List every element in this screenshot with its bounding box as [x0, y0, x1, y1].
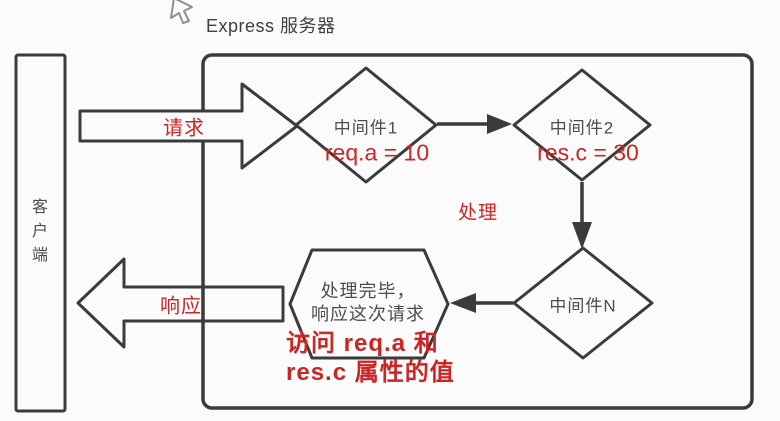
- finish-line2: 响应这次请求: [311, 304, 425, 324]
- finish-hexagon: [288, 248, 450, 360]
- connector-mw1-mw2: [437, 114, 512, 134]
- page-title: Express 服务器: [206, 16, 336, 36]
- middleware2-label: 中间件2: [549, 118, 615, 138]
- finish-hexagon-label: 处理完毕， 响应这次请求: [311, 280, 425, 326]
- note-annotation: 访问 req.a 和 res.c 属性的值: [286, 329, 455, 387]
- response-block-arrow: [76, 257, 285, 349]
- middleware2-diamond: [512, 68, 652, 182]
- connector-mw2-mwN: [572, 182, 592, 249]
- middleware1-diamond: [294, 66, 438, 184]
- request-block-arrow: [78, 82, 299, 170]
- server-box: [201, 53, 754, 410]
- request-arrow-label: 请求: [163, 117, 205, 140]
- finish-line1: 处理完毕，: [320, 281, 416, 301]
- note-line1: 访问 req.a 和: [286, 330, 439, 357]
- process-label: 处理: [457, 202, 499, 224]
- middlewareN-diamond: [512, 246, 654, 360]
- connector-mwN-finish: [450, 293, 513, 313]
- middleware1-label: 中间件1: [333, 118, 399, 138]
- mouse-cursor-icon: [170, 0, 193, 24]
- client-label: 客户端: [31, 199, 48, 264]
- note-line2: res.c 属性的值: [286, 359, 455, 386]
- middleware1-annotation: req.a = 10: [324, 139, 430, 166]
- middleware2-annotation: res.c = 30: [537, 139, 639, 166]
- middlewareN-label: 中间件N: [549, 296, 617, 316]
- response-arrow-label: 响应: [160, 295, 202, 318]
- client-box: [14, 53, 67, 413]
